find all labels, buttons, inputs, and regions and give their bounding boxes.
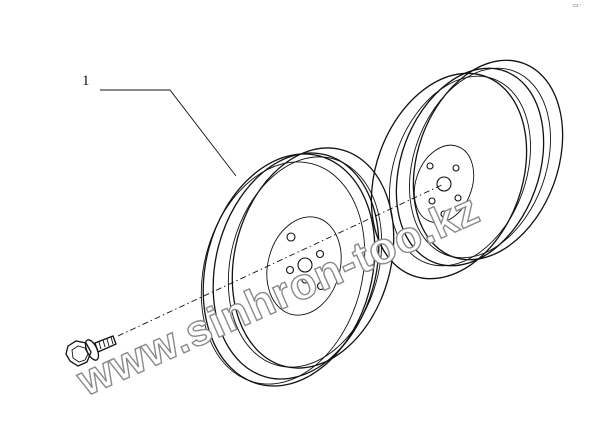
watermark-text: www.sinhron-too.kz	[69, 184, 487, 406]
watermark: www.sinhron-too.kz	[69, 183, 488, 406]
callout-number: 1	[82, 73, 90, 89]
corner-mark: ▭ᐧ	[573, 3, 583, 9]
callout-leader-line	[100, 89, 237, 177]
rear-pulley-holes	[426, 162, 462, 218]
front-pulley-holes	[285, 232, 326, 291]
rear-pulley	[370, 59, 564, 280]
assembly-axis-line	[117, 183, 445, 337]
front-pulley	[200, 147, 395, 387]
flange-bolt	[65, 335, 117, 367]
